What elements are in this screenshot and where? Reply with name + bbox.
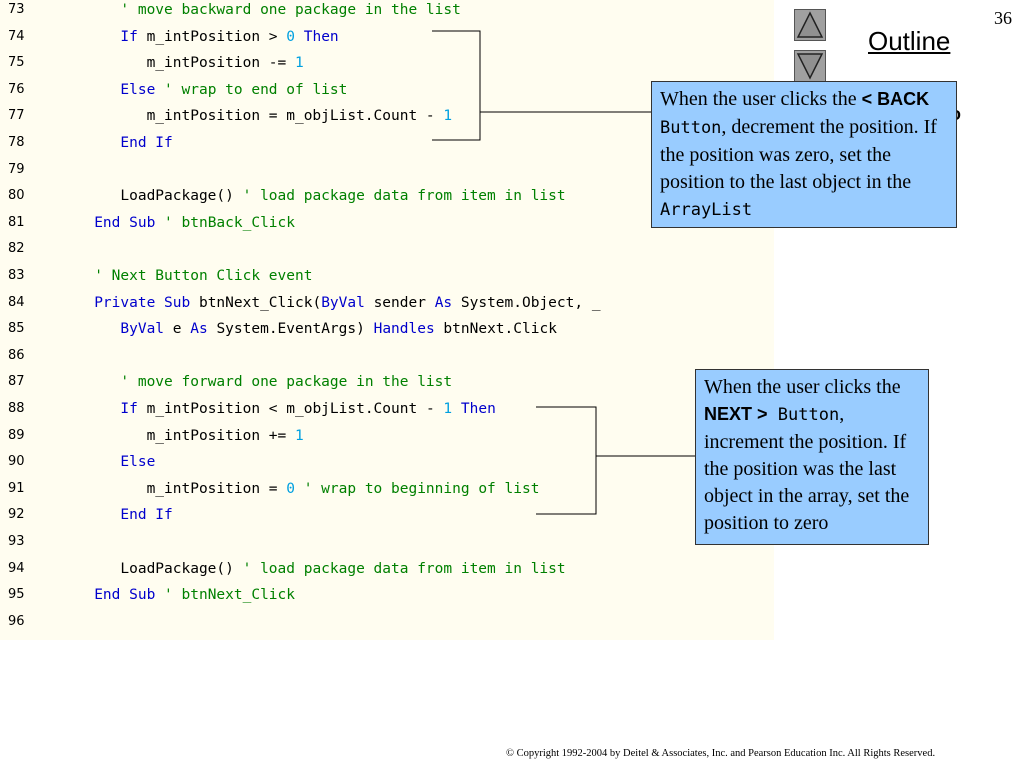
line-number: 83 [8, 268, 25, 283]
callout-next-button: When the user clicks the NEXT > Button, … [695, 369, 929, 545]
line-number: 86 [8, 347, 25, 363]
line-number: 78 [8, 135, 25, 150]
line-number: 87 [8, 374, 25, 390]
line-number: 82 [8, 241, 25, 257]
previous-slide-button[interactable] [794, 9, 826, 41]
line-number: 92 [8, 507, 25, 523]
code-text: m_intPosition = 0 ' wrap to beginning of… [68, 480, 540, 497]
line-number: 79 [8, 161, 25, 177]
line-number: 77 [8, 108, 25, 124]
code-text: End Sub ' btnNext_Click [94, 587, 295, 604]
code-text: m_intPosition -= 1 [68, 55, 304, 72]
code-listing: 73 ' move backward one package in the li… [0, 0, 774, 640]
line-number: 88 [8, 401, 25, 416]
line-number: 84 [8, 294, 25, 310]
callout-back-type: Button [660, 118, 722, 138]
callout-back-text: When the user clicks the [660, 88, 862, 110]
triangle-down-icon [796, 53, 824, 80]
callout-next-label: NEXT > [704, 404, 768, 424]
callout-next-text: When the user clicks the [704, 376, 901, 398]
line-number: 94 [8, 560, 25, 576]
code-text: m_intPosition += 1 [68, 427, 304, 444]
outline-link[interactable]: Outline [868, 26, 951, 56]
line-number: 74 [8, 28, 25, 44]
callout-back-button: When the user clicks the < BACK Button, … [651, 81, 957, 228]
triangle-up-icon [796, 11, 824, 38]
line-number: 85 [8, 321, 25, 337]
code-text: If m_intPosition > 0 Then [120, 28, 339, 45]
code-text: Else [120, 454, 156, 471]
line-number: 81 [8, 214, 25, 230]
line-number: 89 [8, 427, 25, 443]
line-number: 90 [8, 454, 25, 470]
callout-next-type: Button [767, 405, 840, 425]
callout-back-arraylist: ArrayList [660, 200, 753, 220]
copyright-notice: © Copyright 1992-2004 by Deitel & Associ… [506, 748, 936, 759]
line-number: 95 [8, 587, 25, 603]
code-text: m_intPosition = m_objList.Count - 1 [68, 108, 453, 125]
line-number: 96 [8, 613, 25, 629]
line-number: 73 [8, 2, 25, 17]
code-text: If m_intPosition < m_objList.Count - 1 T… [120, 401, 496, 417]
code-text: Else ' wrap to end of list [120, 81, 348, 98]
next-slide-button[interactable] [794, 50, 826, 82]
code-text: LoadPackage() ' load package data from i… [68, 560, 566, 577]
code-text: ByVal e As System.EventArgs) Handles btn… [120, 321, 557, 338]
callout-back-label: < BACK [861, 89, 930, 109]
code-text: Private Sub btnNext_Click(ByVal sender A… [94, 294, 601, 311]
line-number: 91 [8, 480, 25, 496]
code-text: LoadPackage() ' load package data from i… [68, 188, 566, 205]
code-text: ' Next Button Click event [94, 268, 313, 284]
callout-back-desc: , decrement the position. If the positio… [660, 116, 937, 193]
line-number: 80 [8, 188, 25, 204]
code-text: End If [120, 135, 173, 151]
slide-number: 36 [994, 8, 1012, 28]
code-text: End If [120, 507, 173, 524]
line-number: 93 [8, 534, 25, 549]
code-text: ' move backward one package in the list [120, 2, 461, 18]
line-number: 76 [8, 81, 25, 97]
code-text: End Sub ' btnBack_Click [94, 214, 295, 231]
callout-next-desc: , increment the position. If the positio… [704, 403, 910, 534]
code-text: ' move forward one package in the list [120, 374, 453, 391]
line-number: 75 [8, 55, 25, 71]
